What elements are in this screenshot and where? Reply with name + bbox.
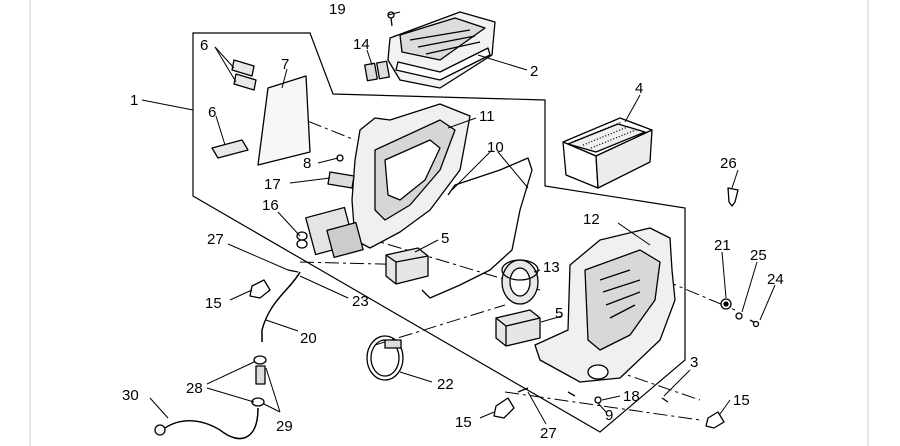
- callout-13: 13: [543, 259, 560, 276]
- callout-29: 29: [276, 418, 293, 435]
- nipple-fitting: [296, 231, 308, 249]
- callout-2: 2: [530, 63, 538, 80]
- callout-15-a: 15: [205, 295, 222, 312]
- drain-plug-bottom: [493, 397, 515, 419]
- air-box-body: [305, 103, 471, 259]
- callout-labels: 1 2 3 4 5 5 6 6 7 8 9 10 11 12 13 14 15 …: [122, 1, 784, 442]
- callout-9: 9: [605, 407, 613, 424]
- callout-5-b: 5: [555, 305, 563, 322]
- foam-pads: [211, 59, 257, 159]
- drain-hose-outline: [261, 271, 301, 342]
- lower-hose-outline: [164, 407, 259, 440]
- callout-16: 16: [262, 197, 279, 214]
- hose-end: [154, 424, 166, 436]
- callout-27-a: 27: [207, 231, 224, 248]
- callout-12: 12: [583, 211, 600, 228]
- small-hardware: [567, 391, 669, 404]
- callout-7: 7: [281, 56, 289, 73]
- callout-22: 22: [437, 376, 454, 393]
- hose-clamp: [366, 335, 404, 381]
- callout-10: 10: [487, 139, 504, 156]
- callout-17: 17: [264, 176, 281, 193]
- intake-ring: [501, 259, 539, 305]
- callout-15-b: 15: [455, 414, 472, 431]
- leader-lines: [141, 11, 776, 425]
- callout-14: 14: [353, 36, 370, 53]
- hose-fitting: [251, 355, 267, 407]
- small-tube-upper: [287, 269, 299, 273]
- foam-block-upper: [385, 247, 429, 285]
- callout-20: 20: [300, 330, 317, 347]
- lower-housing: [534, 227, 676, 383]
- label-plate: [327, 171, 355, 189]
- lower-hose-fill: [164, 407, 259, 440]
- drain-plug-left: [249, 279, 271, 299]
- assembly-boundary: [192, 32, 686, 433]
- callout-24: 24: [767, 271, 784, 288]
- callout-19: 19: [329, 1, 346, 18]
- callout-6-b: 6: [208, 104, 216, 121]
- wire-seal: [421, 157, 533, 299]
- callout-18: 18: [623, 388, 640, 405]
- callout-1: 1: [130, 92, 138, 109]
- callout-4: 4: [635, 80, 643, 97]
- drain-hose-fill: [261, 271, 301, 342]
- small-pin: [727, 187, 739, 207]
- callout-5-a: 5: [441, 230, 449, 247]
- callout-27-b: 27: [540, 425, 557, 442]
- callout-30: 30: [122, 387, 139, 404]
- foam-block-lower: [495, 309, 541, 347]
- callout-3: 3: [690, 354, 698, 371]
- callout-21: 21: [714, 237, 731, 254]
- callout-8: 8: [303, 155, 311, 172]
- gasket-sheet: [257, 75, 311, 166]
- callout-28: 28: [186, 380, 203, 397]
- callout-26: 26: [720, 155, 737, 172]
- mount-screw-assembly: [720, 298, 760, 328]
- callout-25: 25: [750, 247, 767, 264]
- air-box-cover: [387, 11, 496, 89]
- callout-11: 11: [479, 108, 495, 125]
- callout-6-a: 6: [200, 37, 208, 54]
- callout-23: 23: [352, 293, 369, 310]
- drain-plug-right: [705, 411, 725, 429]
- clips: [364, 60, 390, 82]
- filter-element: [562, 117, 653, 189]
- small-tube-lower: [517, 387, 529, 393]
- callout-15-c: 15: [733, 392, 750, 409]
